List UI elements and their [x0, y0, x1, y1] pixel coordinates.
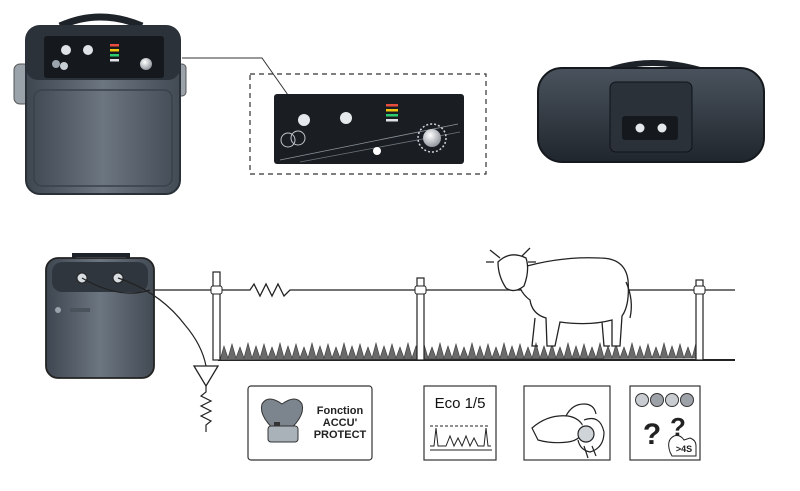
power-knob: [140, 58, 152, 70]
insulator: [693, 285, 706, 295]
power-dial-knob: [423, 129, 441, 147]
terminal-panel: [622, 116, 678, 140]
fence-terminal: [635, 123, 645, 133]
power-bars-icon: [386, 104, 398, 122]
cow-body: [519, 257, 630, 347]
indicator-led: [280, 132, 296, 148]
icon-help: ? ? >4S: [629, 385, 701, 461]
fence-scene: [45, 247, 735, 432]
status-led-2: [650, 393, 664, 407]
status-led-1: [635, 393, 649, 407]
icon-eco: Eco 1/5: [423, 385, 497, 461]
cow-tail: [625, 281, 632, 319]
energizer-top-view: [537, 60, 765, 163]
pulse-wave-icon: [430, 425, 492, 451]
earth-terminal: [340, 112, 352, 124]
earth-terminal: [657, 123, 667, 133]
fence-post: [212, 271, 221, 361]
carry-handle: [58, 13, 144, 30]
cow-head: [497, 254, 529, 292]
energizer-installed: [45, 253, 155, 379]
earth-rod-icon: [192, 365, 220, 432]
indicator-led: [60, 62, 68, 70]
fence-terminal: [61, 45, 71, 55]
zoom-connector-line: [182, 57, 289, 96]
energizer-top-shell: [52, 262, 148, 292]
fence-wire: [150, 282, 735, 298]
brand-plate: [70, 308, 90, 312]
hand-knob-icon: [531, 403, 605, 459]
status-led-4: [680, 393, 694, 407]
indicator-led: [290, 130, 306, 146]
power-dial-scale: [417, 123, 447, 153]
help-question-mark-2: ?: [670, 412, 686, 442]
cow-horns: [489, 247, 531, 259]
control-panel-zoom: [249, 73, 487, 175]
fence-terminal: [298, 114, 310, 126]
accu-line3: PROTECT: [314, 429, 367, 441]
battery-compartment: [33, 89, 173, 187]
icon-accu-protect: Fonction ACCU' PROTECT: [247, 385, 373, 461]
energizer-front: [13, 13, 187, 195]
cow-legs: [531, 317, 610, 347]
fence-post: [416, 277, 425, 361]
earth-terminal: [83, 45, 93, 55]
zoom-panel: [274, 94, 464, 164]
accu-line2: ACCU': [323, 417, 358, 429]
earth-spike: [199, 386, 213, 432]
status-led-3: [665, 393, 679, 407]
status-led: [373, 147, 381, 155]
earth-lead: [117, 277, 207, 367]
cow: [486, 247, 632, 347]
icon-frame: [423, 385, 497, 461]
power-bars-icon: [110, 44, 119, 62]
fence-post: [695, 279, 704, 361]
icon-hand: [523, 385, 611, 461]
insulator: [414, 285, 427, 295]
hold-badge: >4S: [676, 444, 692, 454]
grass: [219, 341, 701, 361]
indicator-led: [52, 60, 60, 68]
earth-symbol: [192, 365, 220, 388]
control-panel: [44, 36, 164, 78]
eco-label: Eco 1/5: [435, 395, 486, 412]
help-question-mark: ?: [643, 418, 661, 451]
accu-line1: Fonction: [317, 405, 364, 417]
help-press-icon: [668, 435, 697, 457]
indicator-led: [55, 307, 61, 313]
insulator: [210, 285, 223, 295]
zoom-frame: [249, 73, 487, 175]
heart-battery-icon: [260, 398, 304, 443]
fence-lead: [81, 277, 151, 294]
